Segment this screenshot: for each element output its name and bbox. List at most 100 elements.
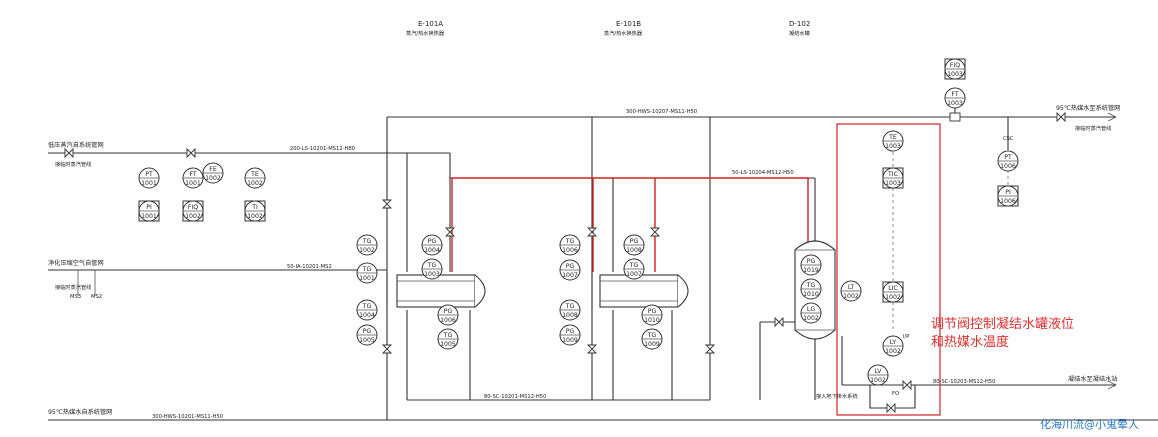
instrument-function: LG [807,306,815,313]
label-condensate-out: 凝结水至凝结水站 [1068,375,1118,383]
instrument-function: PG [630,238,639,245]
label-hw-in-line: 300-HWS-10201-MS11-H50 [152,414,223,420]
label-steam-line-2: 50-LS-10204-MS12-H50 [732,170,794,176]
instrument-function: PG [428,238,437,245]
instrument-pg1006: PG 1006 [437,304,459,326]
label-cond-line-2: 80-SC-10201-MS12-H50 [484,394,546,400]
piping [48,105,1158,421]
instrument-function: TI [251,204,258,211]
instrument-function: LT [848,284,855,291]
equipment-tag-e101b: E-101B [616,20,641,28]
instrument-function: TG [647,332,657,339]
instrument-number: 1008 [562,312,578,319]
annotation-line-2: 和热媒水温度 [931,334,1009,350]
instrument-function: TG [565,238,575,245]
instrument-function: LIC [888,285,898,292]
instrument-function: TE [888,134,897,141]
label-hot-water-in: 95℃热媒水自系统管网 [48,408,112,416]
instrument-number: 1006 [1000,198,1016,205]
instrument-fiq1002: FIQ 1002 [182,200,204,222]
instrument-function: FIQ [188,204,198,211]
label-steam-line: 200-LS-10201-MS12-H80 [290,146,355,152]
instrument-number: 1003 [424,271,440,278]
instrument-ti1002: TI 1002 [244,200,266,222]
instrument-function: PG [444,308,453,315]
equipment-desc-e101a: 蒸汽/热水换热器 [406,29,445,37]
watermark: 化海川流@小鬼晕人 [1040,417,1139,431]
instrument-function: FT [951,91,958,98]
instrument-number: 1006 [440,317,456,324]
instrument-number: 1002 [247,213,263,220]
instrument-number: 1002 [885,348,901,355]
note-ip: I/P [903,334,909,340]
instrument-number: 1019 [803,267,819,274]
instrument-number: 1008 [626,247,642,254]
instrument-number: 1001 [185,180,201,187]
instrument-tg1004: TG 1004 [356,299,378,321]
instrument-function: PG [566,328,575,335]
instrument-number: 1002 [843,293,859,300]
label-main-hot-line: 300-HWS-10207-MS11-H50 [626,109,697,115]
instrument-number: 1002 [247,180,263,187]
equipment-desc-e101b: 蒸汽/热水换热器 [604,29,643,37]
note-ms2: MS2 [91,294,102,300]
instrument-function: TG [362,303,372,310]
note-temp-steam-3: 接临时蒸汽管线 [1075,124,1111,132]
instrument-function: FIQ [950,62,960,69]
instrument-number: 1003 [947,100,963,107]
instrument-function: TIC [887,171,898,178]
label-air-line: 50-IA-10201-MS2 [287,264,332,270]
label-lp-steam-header: 低压蒸汽自系统管网 [48,141,104,149]
instrument-function: TE [250,171,259,178]
instrument-function: PI [146,204,152,211]
instrument-ly1002: LY 1002 [882,335,904,357]
instrument-pg1019: PG 1019 [800,254,822,276]
instrument-number: 1010 [644,317,660,324]
instrument-pg1009: PG 1009 [559,324,581,346]
note-fo: FO [892,391,899,397]
instrument-function: TG [362,266,372,273]
instrument-function: FT [189,171,196,178]
instrument-function: PG [363,328,372,335]
instrument-function: PT [145,171,153,178]
instrument-function: PG [566,263,575,270]
instrument-tg1002: TG 1002 [356,234,378,256]
instrument-pg1008: PG 1008 [623,234,645,256]
equipment-desc-d102: 凝结水罐 [789,29,810,37]
exchanger-e101b [599,274,689,308]
label-instrument-air: 净化压缩空气自管网 [48,259,104,267]
instrument-function: TG [362,238,372,245]
instrument-number: 1002 [185,213,201,220]
instrument-number: 1004 [359,312,375,319]
instrument-function: PI [1005,189,1011,196]
instrument-function: PG [648,308,657,315]
instrument-number: 1002 [359,247,375,254]
instrument-number: 1001 [141,180,157,187]
instrument-number: 1002 [205,175,221,182]
instrument-lt1002: LT 1002 [840,280,862,302]
exchanger-e101a [396,274,486,308]
instrument-number: 1009 [644,341,660,348]
instrument-function: PT [1004,154,1012,161]
equipment-tag-d102: D-102 [789,20,810,28]
instrument-function: PG [807,258,816,265]
instrument-number: 1009 [562,337,578,344]
instrument-function: TG [629,262,639,269]
annotation-line-1: 调节阀控制凝结水罐液位 [931,316,1074,332]
instrument-function: LY [890,339,897,346]
